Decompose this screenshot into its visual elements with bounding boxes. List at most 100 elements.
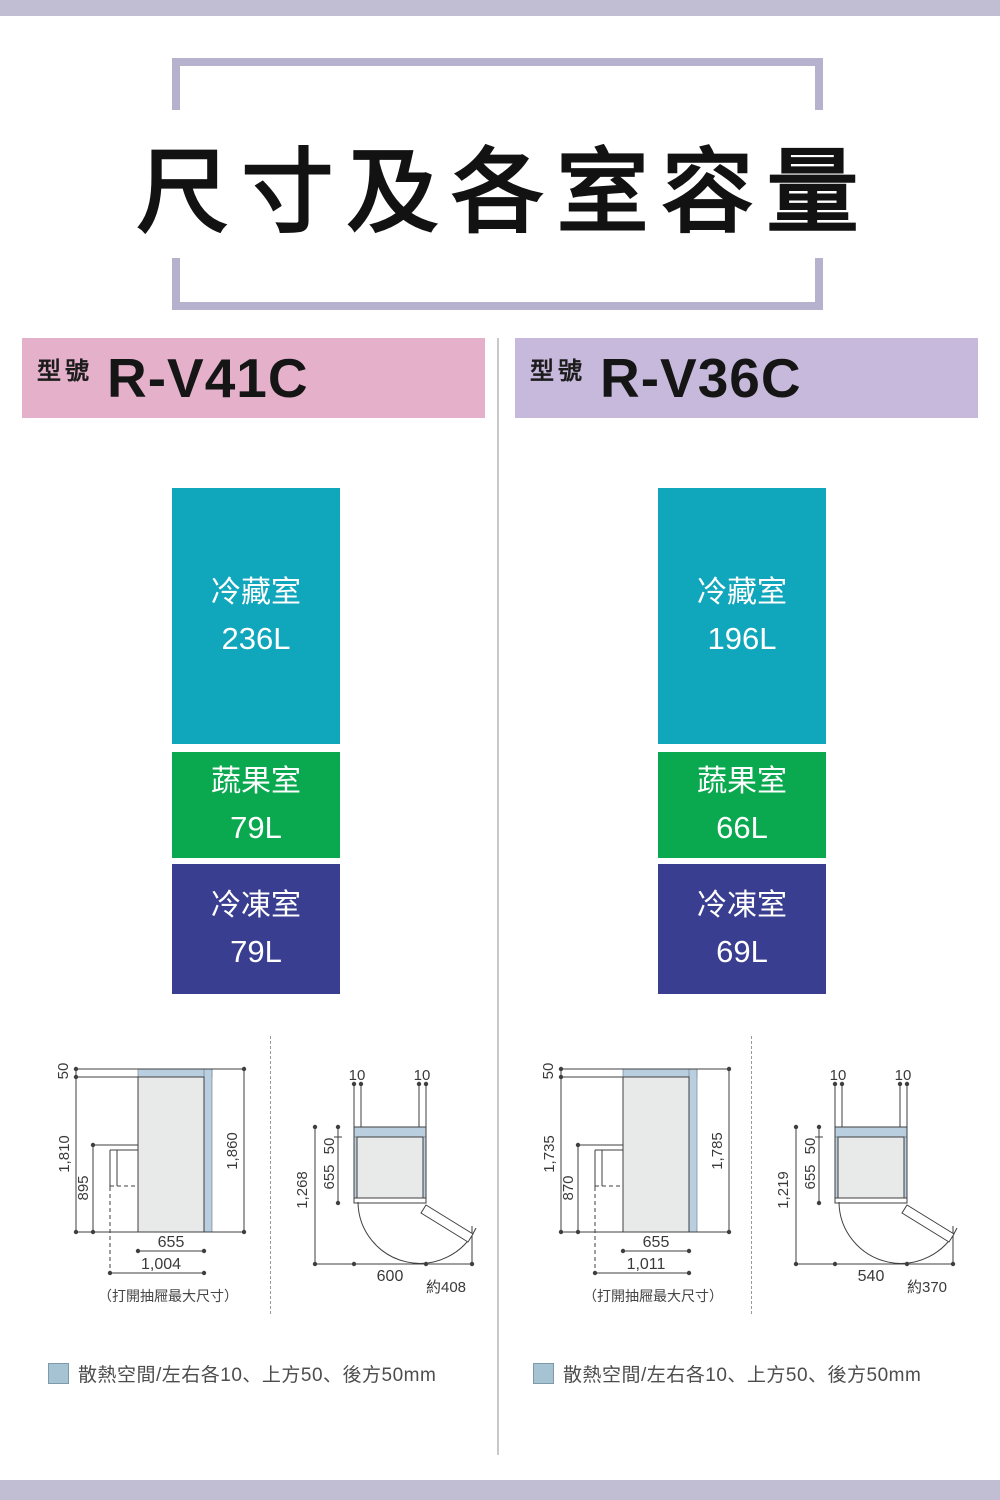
- title-frame-bottom-bracket: [172, 258, 823, 310]
- top-border-bar: [0, 0, 1000, 16]
- dim-height: 1,810: [56, 1135, 73, 1173]
- dim-width: 540: [858, 1268, 885, 1285]
- dimension-labels: 50 1,810 895 1,860 655 1,004 （打開抽屜最大尺寸）: [55, 1063, 241, 1304]
- model-name: R-V36C: [600, 347, 802, 409]
- fridge-body-top: [837, 1136, 905, 1199]
- compartment-name: 冷凍室: [211, 888, 301, 922]
- compartment-name: 冷凍室: [697, 888, 787, 922]
- bottom-border-bar: [0, 1480, 1000, 1500]
- open-door-panel: [901, 1204, 955, 1243]
- dimension-labels: 50 1,735 870 1,785 655 1,011 （打開抽屜最大尺寸）: [540, 1063, 726, 1304]
- segment-freezer: 冷凍室 79L: [172, 864, 340, 994]
- dim-depth-drawer-open: 1,004: [141, 1256, 181, 1273]
- compartment-capacity: 66L: [716, 810, 768, 846]
- model-name: R-V41C: [107, 347, 309, 409]
- compartment-capacity: 69L: [716, 934, 768, 970]
- dim-door-swing: 約408: [426, 1279, 466, 1296]
- model-header-rv36c: 型號 R-V36C: [515, 338, 978, 418]
- dim-top-clearance: 50: [55, 1063, 72, 1080]
- door-face: [353, 1197, 427, 1204]
- dimension-lines: [560, 1068, 730, 1274]
- compartment-capacity: 196L: [707, 621, 777, 657]
- model-label: 型號: [37, 357, 93, 385]
- fridge-body-top: [356, 1136, 424, 1199]
- front-view-diagram-rv36c: 10 10 1,219 50 655 540 約370: [775, 1067, 958, 1296]
- fridge-top-shape: [834, 1126, 908, 1204]
- page-title: 尺寸及各室容量: [136, 137, 872, 246]
- dim-rear-clearance: 50: [802, 1138, 819, 1155]
- diagram-divider-right: [751, 1036, 752, 1314]
- dim-depth: 655: [158, 1234, 185, 1251]
- dimension-dots: [558, 1066, 732, 1276]
- compartment-name: 冷藏室: [697, 575, 787, 609]
- dimension-lines: [795, 1084, 958, 1265]
- model-header-rv41c: 型號 R-V41C: [22, 338, 485, 418]
- clearance-rear: [203, 1068, 213, 1233]
- dimension-lines: [314, 1084, 477, 1265]
- dim-drawer-height: 870: [560, 1175, 577, 1200]
- dim-depth: 655: [643, 1234, 670, 1251]
- column-divider: [497, 338, 499, 1455]
- fridge-top-shape: [353, 1126, 427, 1204]
- side-view-diagram-rv36c: 50 1,735 870 1,785 655 1,011 （打開抽屜最大尺寸）: [540, 1063, 732, 1304]
- legend-swatch: [48, 1363, 69, 1384]
- fridge-body: [622, 1076, 690, 1233]
- clearance-rear-band: [834, 1126, 908, 1138]
- door-face: [834, 1197, 908, 1204]
- dim-total-height: 1,785: [709, 1132, 726, 1170]
- clearance-rear: [688, 1068, 698, 1233]
- segment-freezer: 冷凍室 69L: [658, 864, 826, 994]
- compartment-name: 蔬果室: [697, 764, 787, 798]
- segment-vegetable: 蔬果室 66L: [658, 752, 826, 858]
- segment-vegetable: 蔬果室 79L: [172, 752, 340, 858]
- legend-rv41c: 散熱空間/左右各10、上方50、後方50mm: [48, 1360, 436, 1387]
- front-view-diagram-rv41c: 10 10 1,268 50 655 600 約408: [294, 1067, 477, 1296]
- body-outline: [834, 1126, 908, 1204]
- dimension-dots: [73, 1066, 247, 1276]
- dim-depth-drawer-open: 1,011: [627, 1256, 666, 1273]
- segment-fridge: 冷藏室 196L: [658, 488, 826, 744]
- dimension-lines: [75, 1068, 245, 1274]
- legend-swatch: [533, 1363, 554, 1384]
- dim-right-clearance: 10: [895, 1067, 912, 1084]
- clearance-rear-band: [353, 1126, 427, 1138]
- dimension-labels: 10 10 1,268 50 655 600 約408: [294, 1067, 466, 1296]
- capacity-chart-rv41c: 冷藏室 236L 蔬果室 79L 冷凍室 79L: [172, 488, 340, 994]
- compartment-capacity: 79L: [230, 934, 282, 970]
- dim-right-clearance: 10: [414, 1067, 431, 1084]
- title-frame: 尺寸及各室容量: [137, 58, 859, 310]
- dim-drawer-height: 895: [75, 1175, 92, 1200]
- clearance-top: [137, 1068, 213, 1078]
- title-frame-top-bracket: [172, 58, 823, 110]
- side-view-caption: （打開抽屜最大尺寸）: [98, 1288, 238, 1304]
- dim-total-depth: 1,219: [775, 1171, 792, 1209]
- dimension-dots: [793, 1081, 956, 1267]
- open-door-panel: [420, 1204, 474, 1243]
- side-view-caption: （打開抽屜最大尺寸）: [583, 1288, 723, 1304]
- body-outline: [353, 1126, 427, 1204]
- compartment-name: 冷藏室: [211, 575, 301, 609]
- legend-text: 散熱空間/左右各10、上方50、後方50mm: [78, 1365, 437, 1386]
- dim-door-swing: 約370: [907, 1279, 947, 1296]
- diagram-divider-left: [270, 1036, 271, 1314]
- dim-rear-clearance: 50: [321, 1138, 338, 1155]
- dim-total-height: 1,860: [224, 1132, 241, 1170]
- compartment-name: 蔬果室: [211, 764, 301, 798]
- side-view-diagram-rv41c: 50 1,810 895 1,860 655 1,004 （打開抽屜最大尺寸）: [55, 1063, 247, 1304]
- dim-height: 1,735: [541, 1135, 558, 1173]
- dim-depth: 655: [321, 1164, 338, 1189]
- segment-fridge: 冷藏室 236L: [172, 488, 340, 744]
- model-label: 型號: [530, 357, 586, 385]
- fridge-body: [137, 1076, 205, 1233]
- dim-left-clearance: 10: [349, 1067, 366, 1084]
- dim-total-depth: 1,268: [294, 1171, 311, 1209]
- fridge-side-shape: [622, 1068, 698, 1233]
- dimension-dots: [312, 1081, 475, 1267]
- dim-top-clearance: 50: [540, 1063, 557, 1080]
- compartment-capacity: 79L: [230, 810, 282, 846]
- capacity-chart-rv36c: 冷藏室 196L 蔬果室 66L 冷凍室 69L: [658, 488, 826, 994]
- legend-text: 散熱空間/左右各10、上方50、後方50mm: [563, 1365, 922, 1386]
- dimension-labels: 10 10 1,219 50 655 540 約370: [775, 1067, 947, 1296]
- compartment-capacity: 236L: [221, 621, 291, 657]
